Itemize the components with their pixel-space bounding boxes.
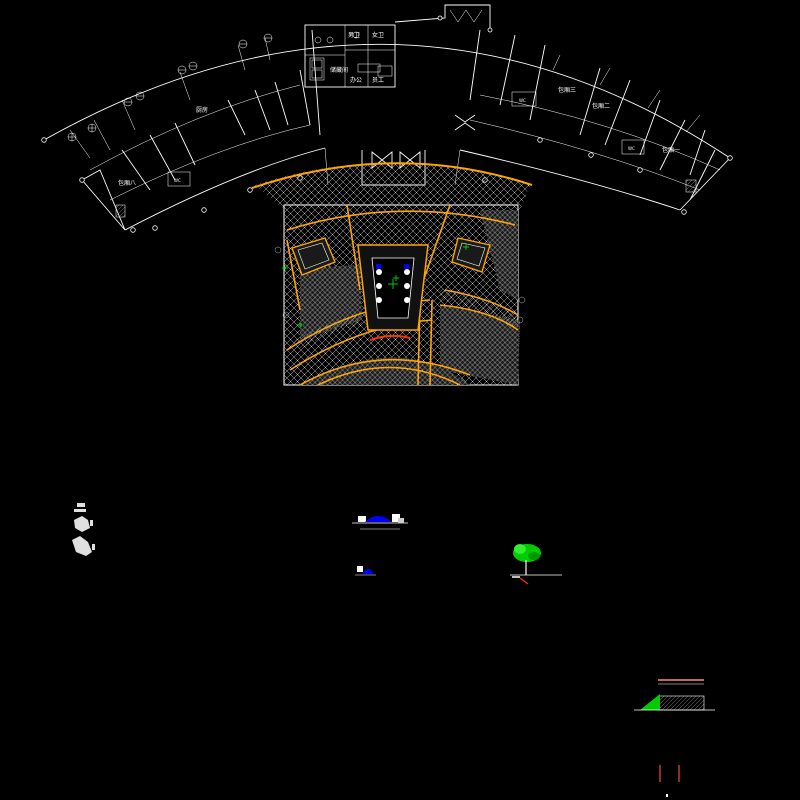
entrance-door-symbols — [371, 114, 476, 169]
label-storage: 储藏间 — [330, 66, 348, 74]
inner-wall-arc-left — [124, 147, 326, 231]
paving-edges — [286, 204, 519, 386]
outer-wall-top-segment — [394, 4, 491, 30]
label-mens-wc: 男卫 — [348, 32, 360, 39]
label-womens-wc: 女卫 — [372, 31, 384, 39]
bottom-markers — [659, 765, 680, 797]
tree-symbols — [67, 33, 273, 142]
planter-section — [634, 679, 715, 711]
wc-right-b — [621, 139, 645, 155]
stone-band-bottom — [300, 357, 470, 385]
stair-left — [115, 204, 126, 218]
outer-wall-arc — [43, 43, 731, 159]
detail-symbols — [72, 503, 715, 797]
plaza-outer-hatch — [255, 162, 530, 210]
central-feature — [357, 244, 429, 331]
section-detail-b — [355, 566, 376, 576]
left-wing-end — [81, 169, 126, 231]
label-office: 办公 — [350, 76, 362, 84]
planter-right — [451, 237, 491, 273]
stone-band-far-right — [480, 210, 518, 300]
building-plan: 厨房 包厢八 包厢三 包厢二 包厢一 男卫 女卫 储藏间 办公 员工 WC WC… — [41, 4, 733, 233]
label-private-room-3: 包厢三 — [558, 86, 576, 94]
label-private-room-2: 包厢二 — [592, 102, 610, 110]
planter-left — [291, 237, 336, 276]
label-private-room-8: 包厢八 — [118, 179, 136, 187]
figure-symbols — [72, 503, 95, 556]
inner-wall-arc-right — [459, 149, 681, 211]
stair-right — [685, 179, 697, 193]
label-wc-left: WC — [174, 178, 181, 183]
wc-left — [167, 171, 191, 187]
interior-arc-left — [89, 84, 301, 171]
wc-right-a — [511, 91, 537, 107]
red-accent-arc — [369, 334, 411, 341]
label-private-room-1: 包厢一 — [662, 146, 680, 154]
section-detail-a — [352, 514, 408, 530]
column-grid-ticks — [69, 37, 701, 159]
service-block — [304, 4, 491, 88]
label-kitchen: 厨房 — [196, 106, 208, 114]
stone-band-right — [440, 305, 520, 385]
right-room-partitions — [469, 29, 706, 176]
shrub-dots — [274, 246, 526, 324]
label-staff: 员工 — [372, 77, 384, 84]
plaza-plan — [251, 162, 533, 386]
tree-elevation — [510, 544, 562, 585]
label-wc-right-a: WC — [519, 98, 526, 103]
plant-markers — [282, 244, 469, 328]
left-room-partitions — [121, 29, 321, 191]
stair-steps-right — [440, 288, 518, 328]
label-wc-right-b: WC — [628, 146, 635, 151]
corridor-arc-left — [109, 124, 311, 201]
stair-steps-left — [295, 315, 362, 350]
corridor-arc-right — [469, 119, 701, 191]
